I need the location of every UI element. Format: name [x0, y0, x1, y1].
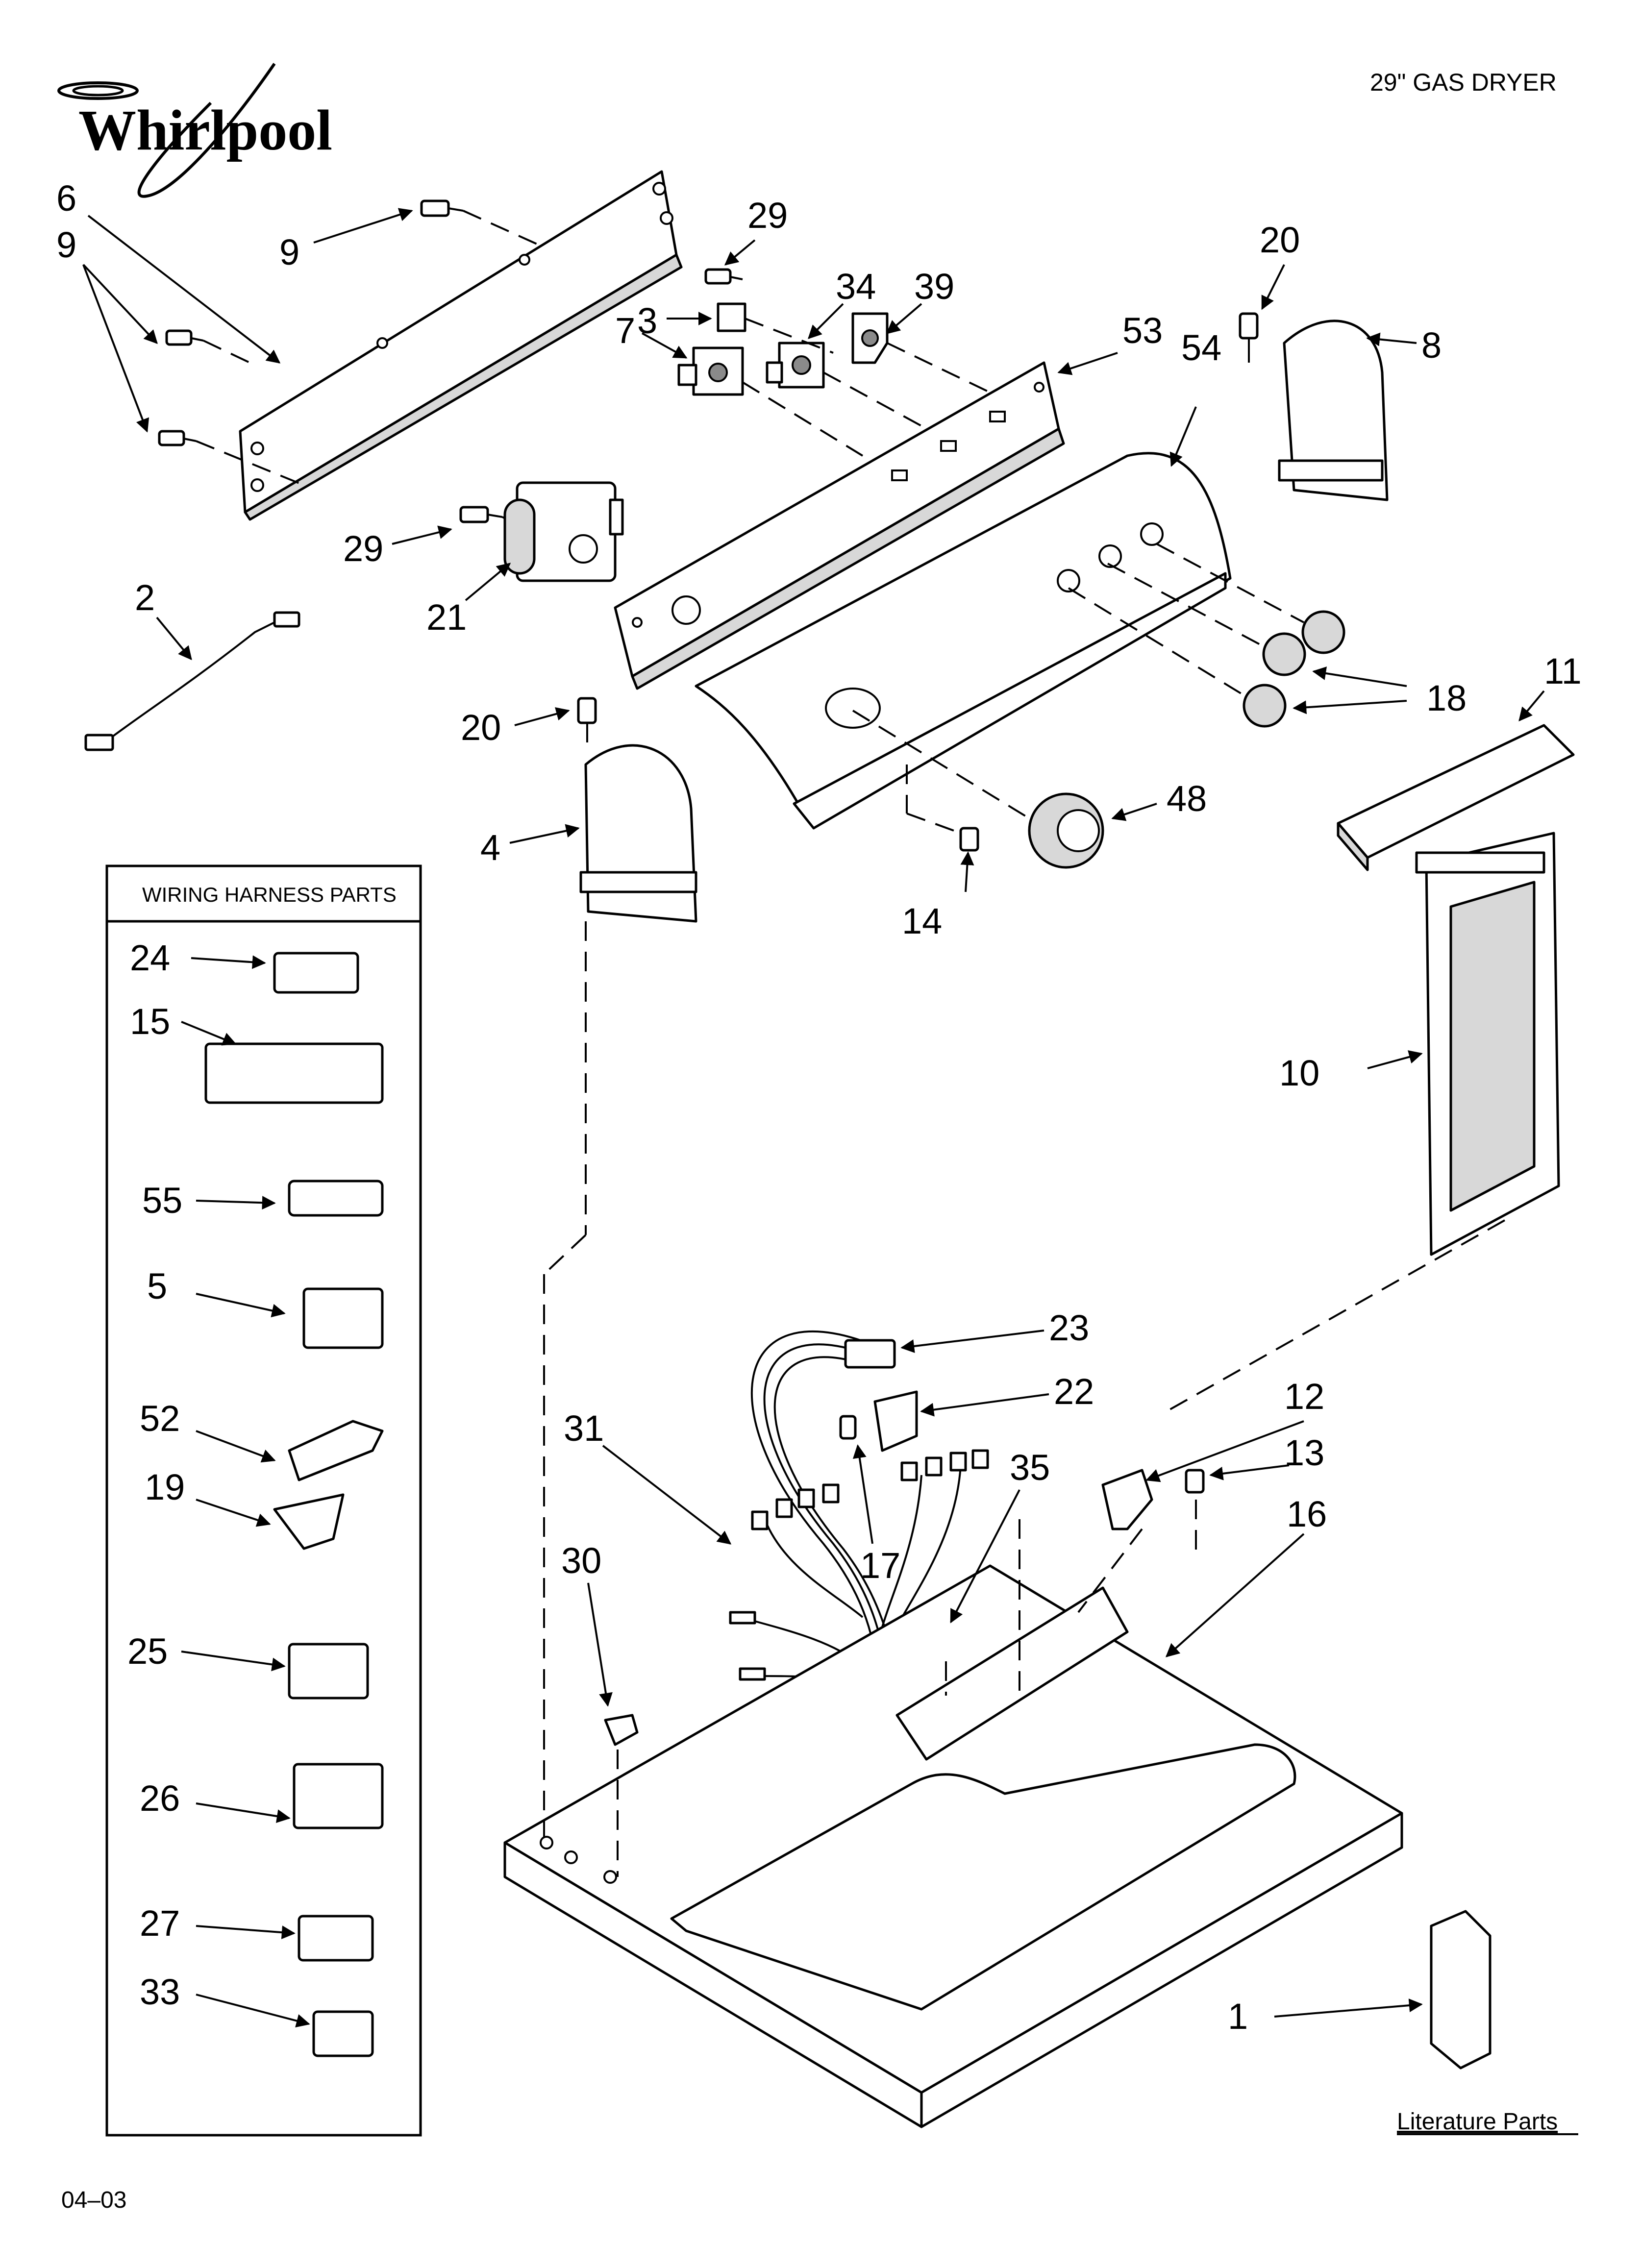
callout-labels: 6 9 9 29 29 3 34 39 7 53 54 20 20 8 2 21… [56, 178, 1582, 2037]
callout-34: 34 [836, 266, 876, 307]
end-cap-right-part [1278, 320, 1389, 501]
screw-20-parts [577, 312, 1259, 742]
callout-17: 17 [860, 1545, 900, 1586]
callout-53: 53 [1122, 310, 1163, 351]
callout-30: 30 [561, 1540, 601, 1581]
wiring-item-55: 55 [142, 1180, 182, 1221]
wiring-harness-box [105, 864, 422, 2137]
callout-8: 8 [1421, 325, 1442, 366]
callout-11: 11 [1544, 651, 1582, 691]
callout-leaders [82, 208, 1545, 2028]
wiring-item-15: 15 [130, 1001, 170, 1042]
callout-18: 18 [1426, 678, 1467, 718]
callout-48: 48 [1167, 778, 1207, 819]
console-part [695, 452, 1232, 830]
callout-4: 4 [480, 827, 500, 868]
end-cap-left-part [579, 744, 697, 923]
wiring-item-52: 52 [140, 1398, 180, 1439]
wiring-item-19: 19 [145, 1467, 185, 1507]
whirlpool-logo: Whirlpool [57, 63, 332, 198]
top-cover-part [503, 1564, 1403, 2128]
console-bracket-part [614, 361, 1065, 690]
callout-7: 7 [615, 310, 635, 351]
lint-screen-part [1337, 724, 1575, 1256]
callout-20-middle: 20 [461, 707, 501, 748]
callout-16: 16 [1287, 1494, 1327, 1534]
callout-1: 1 [1228, 1996, 1248, 2037]
callout-39: 39 [914, 266, 954, 307]
callout-6: 6 [56, 178, 76, 219]
callout-12: 12 [1284, 1376, 1324, 1417]
callout-21: 21 [426, 597, 467, 638]
rear-panel-part [239, 170, 683, 521]
callout-29-top: 29 [747, 195, 788, 236]
brand-logo-text: Whirlpool [78, 98, 332, 162]
literature-part [1430, 1910, 1492, 2070]
wiring-item-26: 26 [140, 1778, 180, 1819]
knob-parts [1028, 610, 1345, 869]
model-title: 29" GAS DRYER [1370, 69, 1557, 96]
wiring-item-24: 24 [130, 937, 170, 978]
screw-parts [158, 199, 743, 523]
callout-20-top: 20 [1260, 220, 1300, 260]
wiring-item-33: 33 [140, 1972, 180, 2012]
wiring-item-27: 27 [140, 1903, 180, 1944]
callout-23: 23 [1049, 1307, 1089, 1348]
callout-9-left: 9 [56, 224, 76, 265]
callout-35: 35 [1010, 1447, 1050, 1488]
callout-14: 14 [902, 901, 942, 941]
wiring-item-5: 5 [147, 1266, 167, 1307]
callout-54: 54 [1181, 327, 1221, 368]
wiring-item-25: 25 [127, 1631, 168, 1672]
screw-14-part [959, 827, 979, 852]
wire-part [84, 611, 300, 751]
literature-parts-label: Literature Parts [1397, 2109, 1558, 2135]
callout-3: 3 [637, 300, 657, 341]
callout-10: 10 [1279, 1053, 1319, 1093]
switch-parts [677, 302, 889, 396]
callout-2: 2 [135, 577, 155, 618]
callout-31: 31 [564, 1408, 604, 1449]
callout-29-bottom: 29 [343, 528, 383, 569]
date-code: 04–03 [61, 2187, 126, 2213]
timer-part [503, 481, 624, 582]
callout-13: 13 [1284, 1432, 1324, 1473]
wiring-box-title: WIRING HARNESS PARTS [142, 883, 397, 906]
callout-22: 22 [1054, 1371, 1094, 1412]
callout-9-top: 9 [279, 232, 299, 272]
